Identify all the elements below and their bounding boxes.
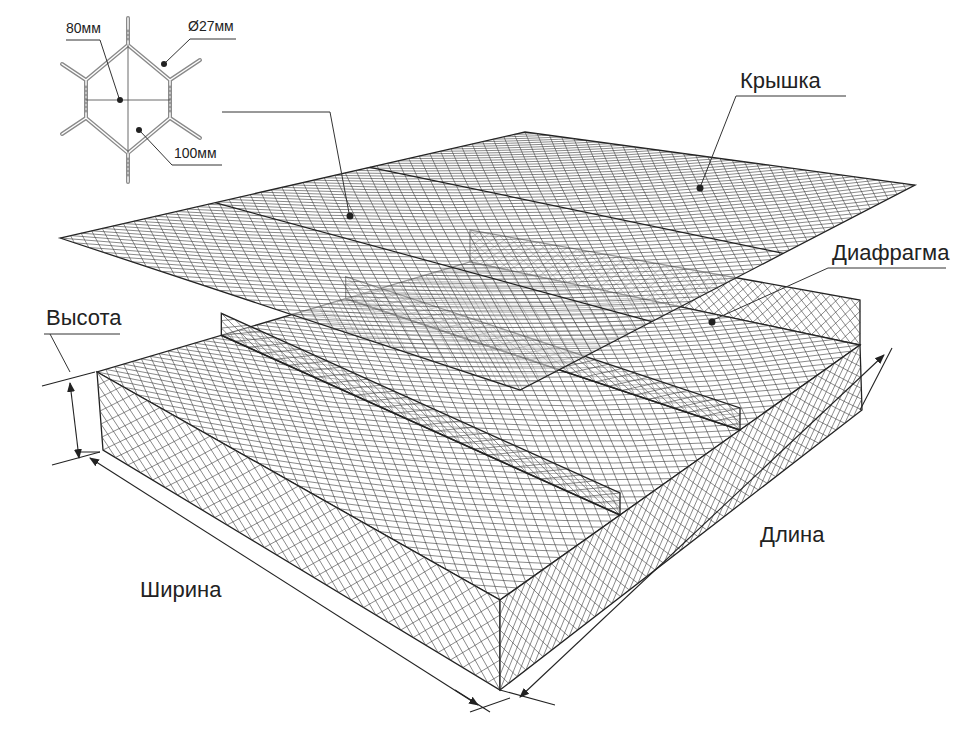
dimension-label: Ширина [138,577,223,602]
lid-face-mesh [60,132,915,390]
dimension-label: 80мм [64,20,103,36]
lid-face-outline [60,132,915,390]
lid-fold-line [215,203,652,322]
dimension-label: Ø27мм [186,18,236,34]
dimension-label: Высота [44,305,124,330]
leader-lines [44,39,946,372]
lid-fold-line [370,167,783,253]
part-label: Крышка [738,68,823,93]
mattress-lid [60,132,915,390]
part-label: Диафрагма [830,240,951,265]
dimension-label: 100мм [172,145,219,161]
leader-dots [117,61,716,326]
dimension-lines [42,348,892,712]
dimension-label: Длина [758,522,826,547]
